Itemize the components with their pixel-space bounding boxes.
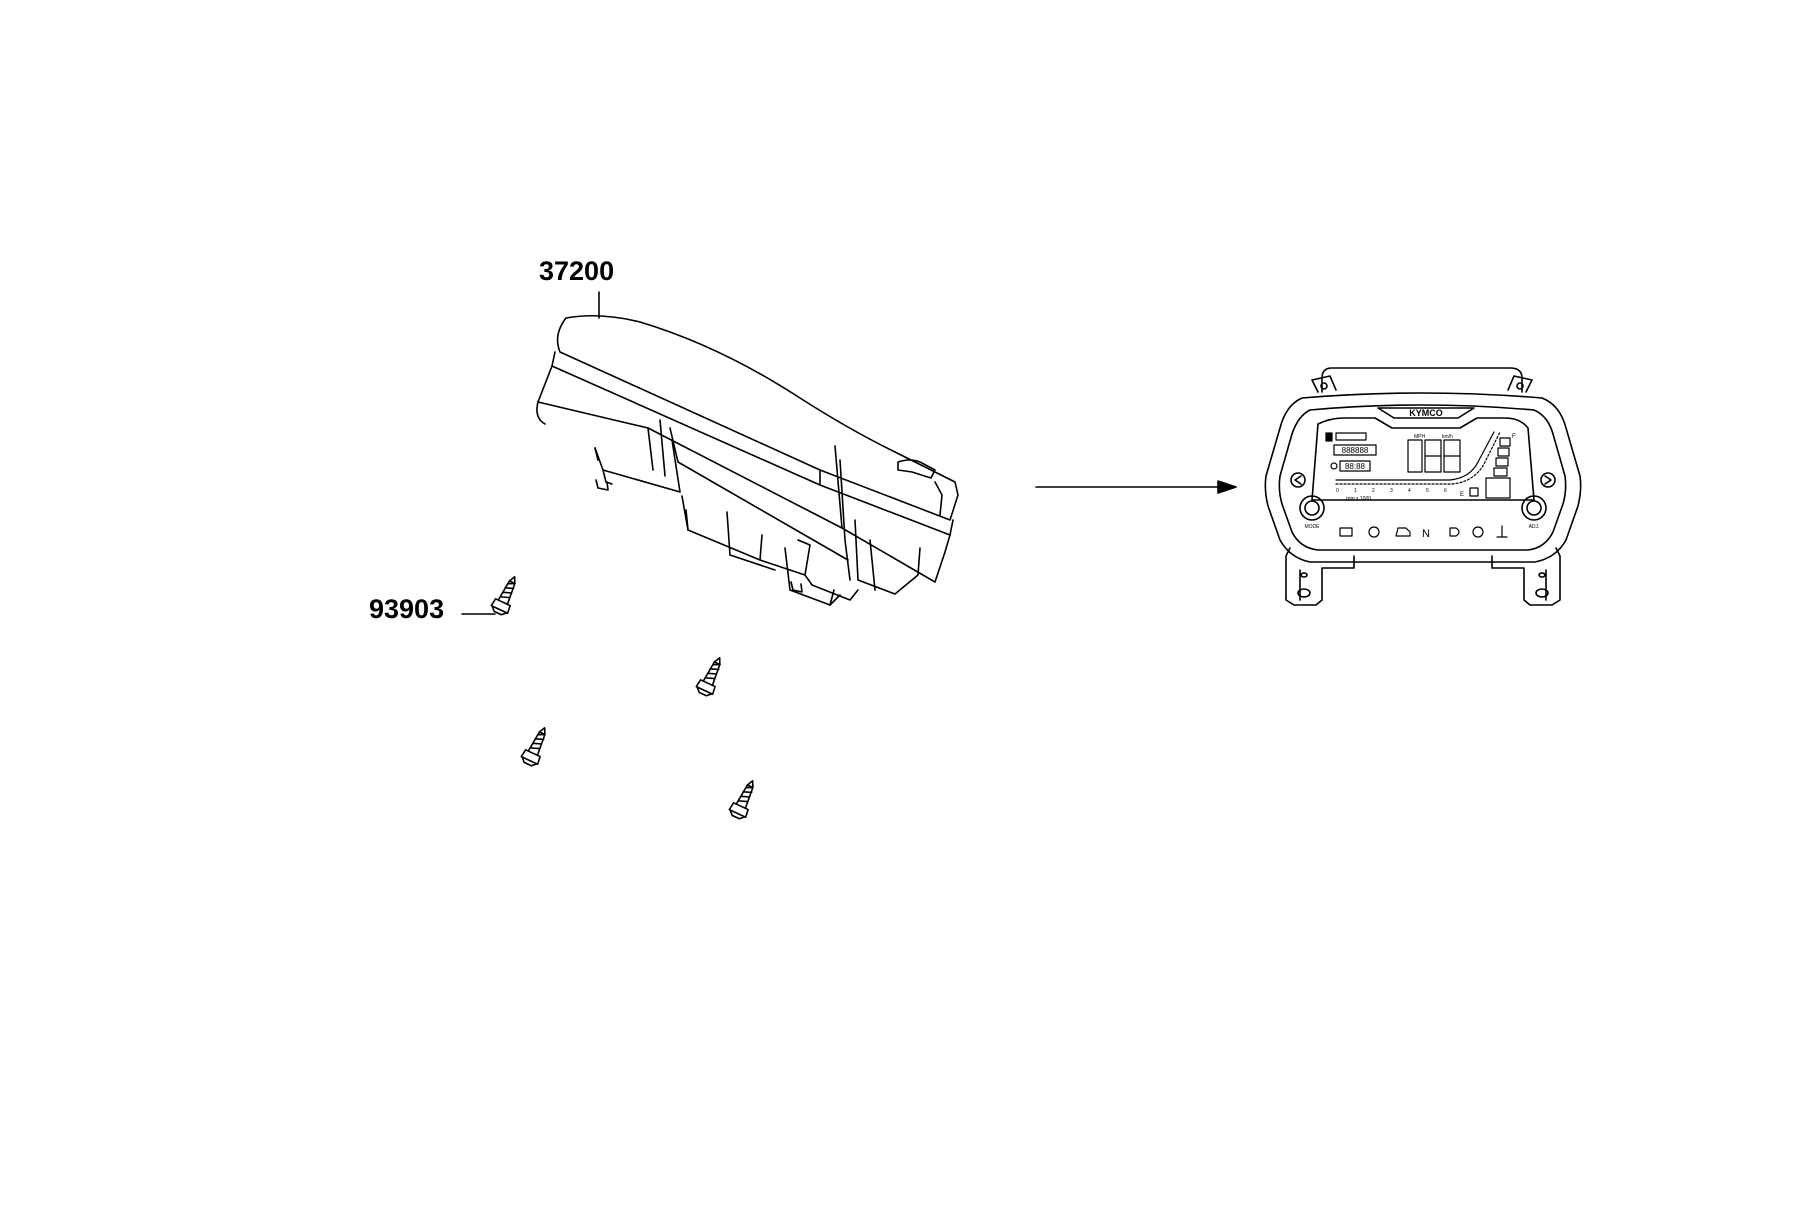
- rpm-tick-label: 4: [1408, 488, 1411, 494]
- part-label-93903: 93903: [369, 594, 445, 624]
- view-arrow: [1035, 480, 1237, 494]
- rpm-caption: rpm x 1000: [1346, 496, 1371, 502]
- clock-readout: 88:88: [1345, 462, 1366, 471]
- part-label-37200: 37200: [539, 256, 615, 286]
- battery-icon: [1339, 527, 1353, 537]
- instrument-cluster-side-view: [536, 314, 959, 606]
- engine-icon: [1395, 527, 1411, 537]
- screw-1: [490, 576, 516, 616]
- neutral-indicator: N: [1422, 528, 1430, 540]
- odometer-readout: 888888: [1342, 446, 1369, 455]
- screw-4: [728, 780, 754, 820]
- fuel-empty-mark: E: [1460, 492, 1464, 498]
- lcd-display: [1325, 431, 1511, 499]
- rpm-tick-label: 1: [1354, 488, 1357, 494]
- screw-3: [520, 727, 546, 767]
- rpm-tick-label: 0: [1336, 488, 1339, 494]
- fuel-full-mark: F: [1512, 434, 1516, 440]
- indicator-row: [1339, 525, 1508, 538]
- rpm-tick-label: 2: [1372, 488, 1375, 494]
- adj-button-label: ADJ.: [1529, 524, 1540, 530]
- brand-logo-text: KYMCO: [1409, 408, 1443, 418]
- instrument-cluster-front-view: [1264, 367, 1582, 606]
- abs-icon: [1368, 526, 1380, 538]
- mode-button-label: MODE: [1305, 524, 1321, 530]
- rpm-scale: 0 1 2 3 4 5 6: [1336, 488, 1447, 494]
- rpm-tick-label: 6: [1444, 488, 1447, 494]
- brake-icon: [1472, 526, 1484, 538]
- rpm-tick-label: 5: [1426, 488, 1429, 494]
- rpm-tick-label: 3: [1390, 488, 1393, 494]
- mph-unit-label: MPH: [1414, 434, 1426, 440]
- temperature-icon: [1496, 525, 1508, 538]
- headlight-icon: [1449, 527, 1460, 537]
- kmh-unit-label: km/h: [1442, 434, 1453, 440]
- screw-2: [695, 657, 721, 697]
